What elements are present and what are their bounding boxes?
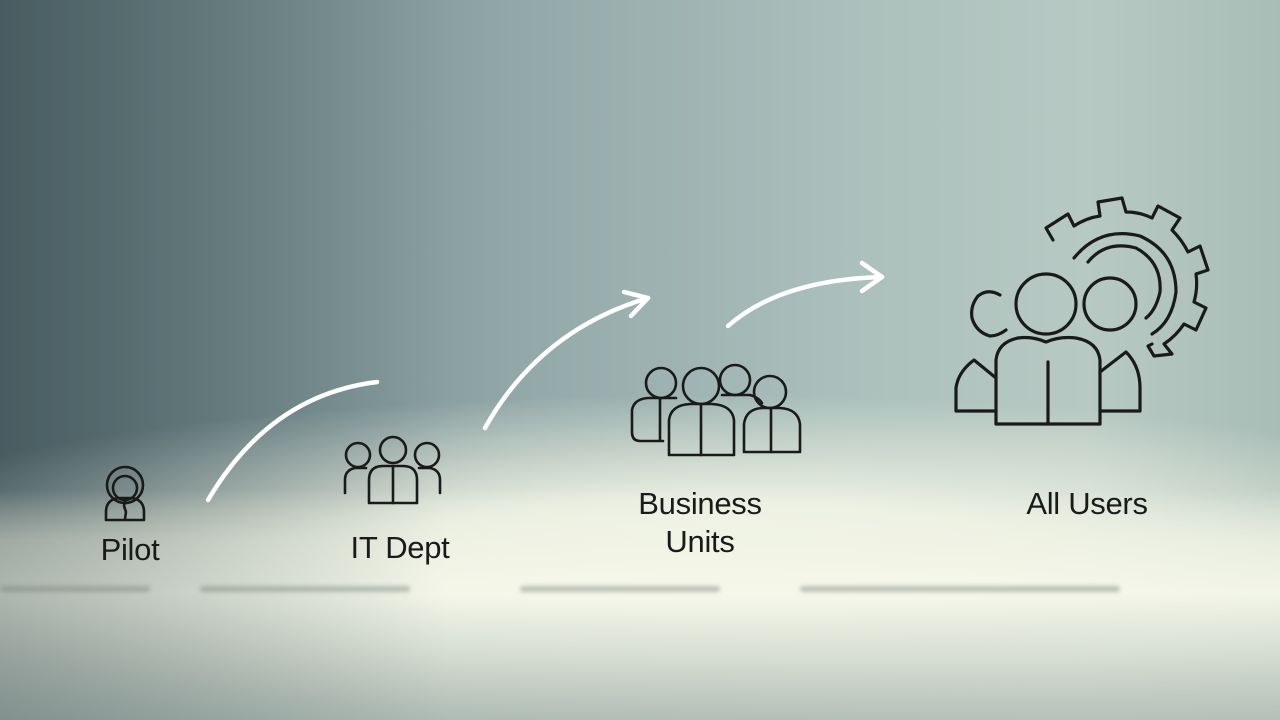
floor-shadow-all-users <box>800 586 1120 592</box>
arrow-it-dept-to-business-units <box>482 289 651 431</box>
arrow-business-units-to-all-users <box>725 260 885 329</box>
connector-pilot-to-it-dept <box>205 379 380 503</box>
gear-icon <box>1044 196 1210 358</box>
floor-shadow-business-units <box>520 586 720 592</box>
stage-label-business-units-line1: Business <box>638 486 762 521</box>
floor-shadow-pilot <box>0 586 150 592</box>
stage-label-it-dept: IT Dept <box>350 530 450 565</box>
stage-label-all-users: All Users <box>1026 486 1148 521</box>
floor-shadow-it-dept <box>200 586 410 592</box>
stage-label-business-units-line2: Units <box>665 524 735 559</box>
stage-label-pilot: Pilot <box>100 532 160 567</box>
floor-highlight <box>0 490 1280 720</box>
